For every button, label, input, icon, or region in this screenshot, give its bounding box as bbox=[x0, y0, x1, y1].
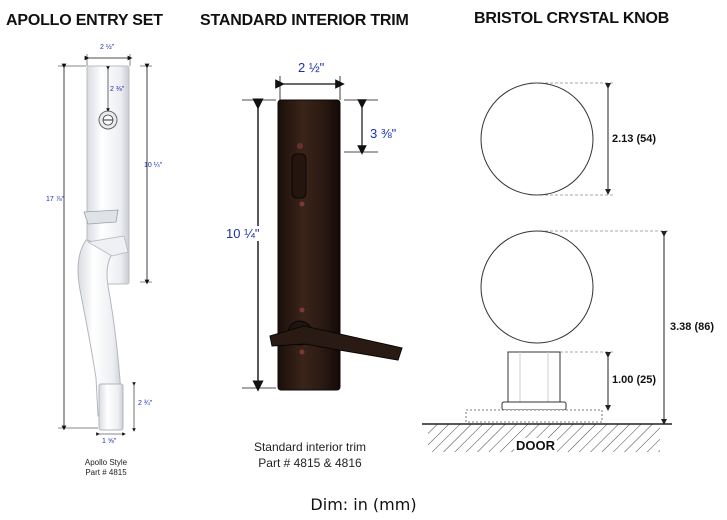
bristol-knob-illustration bbox=[422, 82, 672, 452]
standard-trim-illustration bbox=[242, 76, 403, 392]
apollo-top-width-dim: 2 ½" bbox=[100, 44, 115, 51]
standard-top-offset-dim: 3 ⅜" bbox=[370, 126, 397, 141]
bristol-heading: BRISTOL CRYSTAL KNOB bbox=[474, 10, 670, 27]
apollo-entry-set-drawing: 2 ½" 2 ⅜" 10 ¼" 17 ⅞" 2 ¾" 1 ⅝" Apollo S… bbox=[0, 0, 200, 490]
apollo-caption-line2: Part # 4815 bbox=[85, 468, 127, 477]
bristol-knob-drawing: 2.13 (54) 3.38 (86) 1.00 (25) DOOR bbox=[420, 0, 727, 480]
apollo-handleset-illustration bbox=[58, 54, 152, 436]
door-label: DOOR bbox=[514, 438, 557, 453]
bristol-projection-dim: 3.38 (86) bbox=[670, 321, 715, 333]
apollo-upper-height-dim: 10 ¼" bbox=[144, 162, 163, 169]
apollo-caption-line1: Apollo Style bbox=[84, 458, 128, 467]
bristol-stem-dim: 1.00 (25) bbox=[612, 374, 657, 386]
standard-trim-drawing: 2 ½" 3 ⅜" 10 ¼" Standard interior trim P… bbox=[200, 0, 440, 490]
apollo-overall-height-dim: 17 ⅞" bbox=[46, 196, 65, 203]
apollo-cylinder-offset-dim: 2 ⅜" bbox=[110, 86, 125, 93]
standard-caption-line1: Standard interior trim bbox=[253, 440, 367, 454]
standard-width-dim: 2 ½" bbox=[298, 60, 325, 75]
standard-caption-line2: Part # 4815 & 4816 bbox=[258, 456, 362, 470]
bristol-diameter-dim: 2.13 (54) bbox=[612, 133, 657, 145]
apollo-bottom-width-dim: 1 ⅝" bbox=[102, 438, 117, 445]
units-note: Dim: in (mm) bbox=[310, 495, 417, 514]
standard-height-dim: 10 ¼" bbox=[226, 226, 260, 241]
apollo-bottom-height-dim: 2 ¾" bbox=[138, 400, 153, 407]
apollo-heading: APOLLO ENTRY SET bbox=[6, 12, 163, 29]
standard-heading: STANDARD INTERIOR TRIM bbox=[200, 12, 409, 29]
